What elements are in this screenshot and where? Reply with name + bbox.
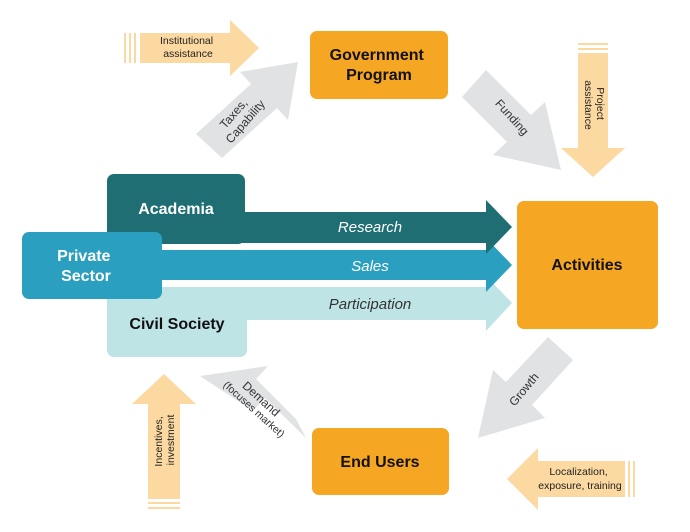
project-assistance-arrow: Project assistance <box>561 43 625 177</box>
taxes-capability-arrow: Taxes, Capability <box>196 62 298 158</box>
end-users-box: End Users <box>312 428 449 495</box>
institutional-label: Institutional <box>160 35 213 47</box>
funding-arrow: Funding <box>462 70 561 170</box>
investment-label: investment <box>165 415 177 466</box>
government-label: Government <box>330 47 425 64</box>
civil-society-box: Civil Society <box>107 287 247 357</box>
incentives-investment-arrow: Incentives, investment <box>132 374 196 509</box>
demand-arrow: Demand (focuses market) <box>200 366 306 440</box>
activities-label: Activities <box>551 257 622 274</box>
project-assistance-label: assistance <box>582 80 594 130</box>
research-label: Research <box>338 219 402 236</box>
svg-text:Project assistance: Project assistance <box>582 80 606 130</box>
svg-text:Institutional assistance: Institutional assistance <box>160 35 216 60</box>
svg-text:Localization, exposure,: Localization, exposure, training <box>538 466 622 492</box>
program-label: Program <box>346 67 412 84</box>
localization-arrow: Localization, exposure, training <box>507 448 635 510</box>
project-label: Project <box>594 87 606 120</box>
civil-society-label: Civil Society <box>129 316 224 333</box>
private-sector-box: Private Sector <box>22 232 162 299</box>
activities-box: Activities <box>517 201 658 329</box>
svg-text:Incentives, investment: Incentives, investment <box>153 413 177 466</box>
sales-arrow: Sales <box>155 238 512 292</box>
participation-arrow: Participation <box>240 276 512 331</box>
exposure-training-label: exposure, training <box>538 480 622 492</box>
participation-label: Participation <box>329 296 412 313</box>
academia-box: Academia <box>107 174 245 244</box>
sector-label: Sector <box>61 268 111 285</box>
end-users-label: End Users <box>340 454 419 471</box>
svg-text:Government Program: Government Program <box>330 47 429 84</box>
research-arrow: Research <box>242 200 512 254</box>
svg-text:Private Sector: Private Sector <box>57 248 115 285</box>
sales-label: Sales <box>351 258 389 275</box>
institutional-assistance-arrow: Institutional assistance <box>124 20 259 76</box>
incentives-label: Incentives, <box>153 416 165 466</box>
government-program-box: Government Program <box>310 31 448 99</box>
localization-label: Localization, <box>549 466 607 478</box>
academia-label: Academia <box>138 201 214 218</box>
assistance-label: assistance <box>163 48 213 60</box>
growth-arrow: Growth <box>478 337 573 438</box>
private-label: Private <box>57 248 110 265</box>
